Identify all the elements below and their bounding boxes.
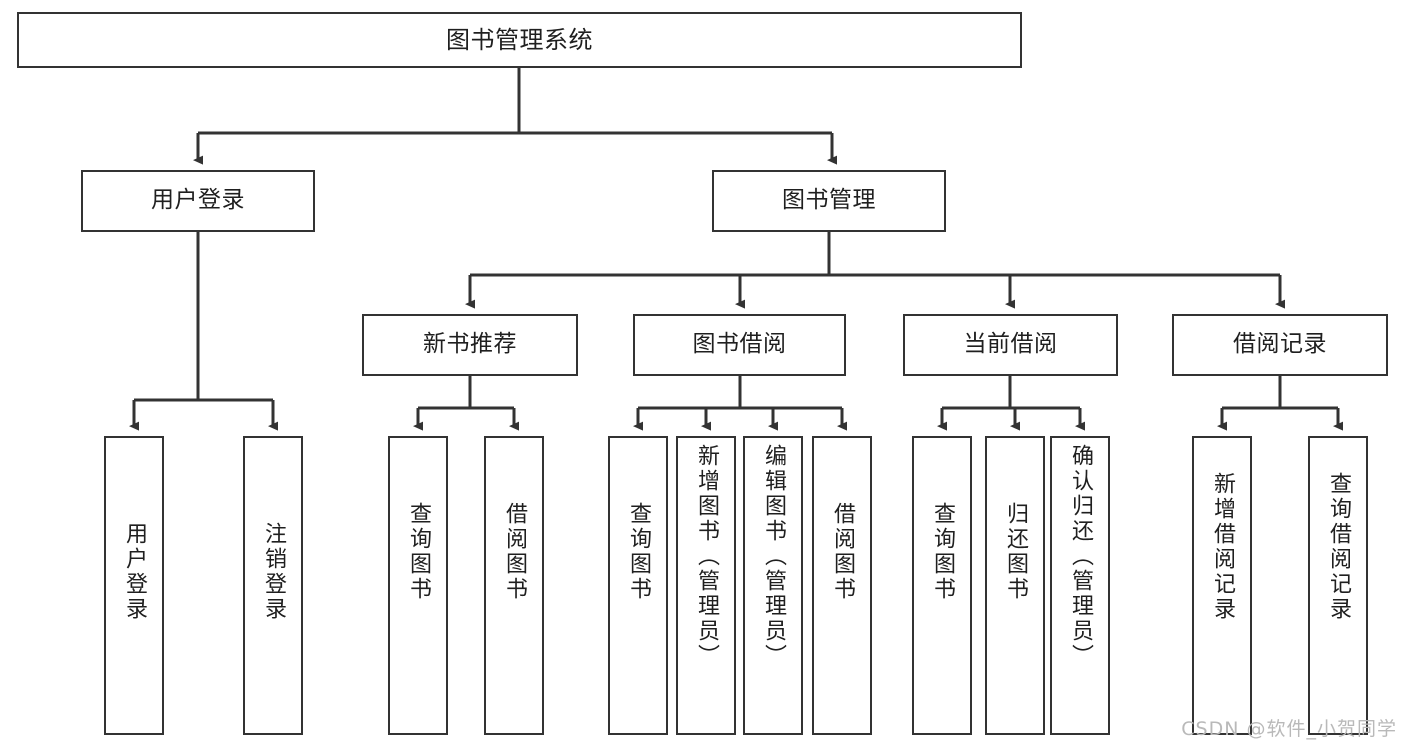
node-borrow-record-label: 借阅记录: [1233, 331, 1327, 358]
node-leaf-borrow-book-rec[interactable]: 借阅图书: [484, 436, 544, 735]
node-leaf-query-book-cur[interactable]: 查询图书: [912, 436, 972, 735]
node-leaf-add-record-label: 新增借阅记录: [1210, 472, 1235, 622]
node-leaf-add-book[interactable]: 新增图书（管理员）: [676, 436, 736, 735]
node-book-borrow-label: 图书借阅: [692, 331, 787, 358]
node-leaf-query-book-cur-label: 查询图书: [930, 502, 955, 602]
node-new-book-rec[interactable]: 新书推荐: [362, 314, 578, 376]
node-leaf-add-book-label: 新增图书（管理员）: [694, 444, 719, 669]
node-book-manage-label: 图书管理: [782, 187, 876, 214]
node-leaf-confirm-return-label: 确认归还（管理员）: [1068, 444, 1093, 669]
node-root[interactable]: 图书管理系统: [17, 12, 1022, 68]
node-current-borrow[interactable]: 当前借阅: [903, 314, 1118, 376]
node-leaf-return-book[interactable]: 归还图书: [985, 436, 1045, 735]
node-leaf-logout[interactable]: 注销登录: [243, 436, 303, 735]
node-leaf-query-book-rec[interactable]: 查询图书: [388, 436, 448, 735]
node-leaf-query-record-label: 查询借阅记录: [1326, 472, 1351, 622]
node-new-book-rec-label: 新书推荐: [423, 331, 517, 358]
node-borrow-record[interactable]: 借阅记录: [1172, 314, 1388, 376]
node-leaf-borrow-book-label: 借阅图书: [830, 502, 855, 602]
node-leaf-user-login-label: 用户登录: [122, 522, 147, 622]
node-leaf-edit-book[interactable]: 编辑图书（管理员）: [743, 436, 803, 735]
node-root-label: 图书管理系统: [446, 25, 593, 54]
node-leaf-user-login[interactable]: 用户登录: [104, 436, 164, 735]
node-leaf-add-record[interactable]: 新增借阅记录: [1192, 436, 1252, 735]
node-leaf-edit-book-label: 编辑图书（管理员）: [761, 444, 786, 669]
node-user-login-label: 用户登录: [151, 187, 245, 214]
csdn-watermark: CSDN @软件_小贺同学: [1181, 718, 1397, 740]
node-leaf-borrow-book[interactable]: 借阅图书: [812, 436, 872, 735]
node-leaf-query-book-rec-label: 查询图书: [406, 502, 431, 602]
node-leaf-confirm-return[interactable]: 确认归还（管理员）: [1050, 436, 1110, 735]
node-book-borrow[interactable]: 图书借阅: [633, 314, 846, 376]
node-book-manage[interactable]: 图书管理: [712, 170, 946, 232]
node-leaf-return-book-label: 归还图书: [1003, 502, 1028, 602]
node-leaf-borrow-book-rec-label: 借阅图书: [502, 502, 527, 602]
node-leaf-logout-label: 注销登录: [261, 522, 286, 622]
node-current-borrow-label: 当前借阅: [963, 331, 1058, 358]
node-user-login[interactable]: 用户登录: [81, 170, 315, 232]
node-leaf-query-book-borrow[interactable]: 查询图书: [608, 436, 668, 735]
node-leaf-query-book-borrow-label: 查询图书: [626, 502, 651, 602]
node-leaf-query-record[interactable]: 查询借阅记录: [1308, 436, 1368, 735]
